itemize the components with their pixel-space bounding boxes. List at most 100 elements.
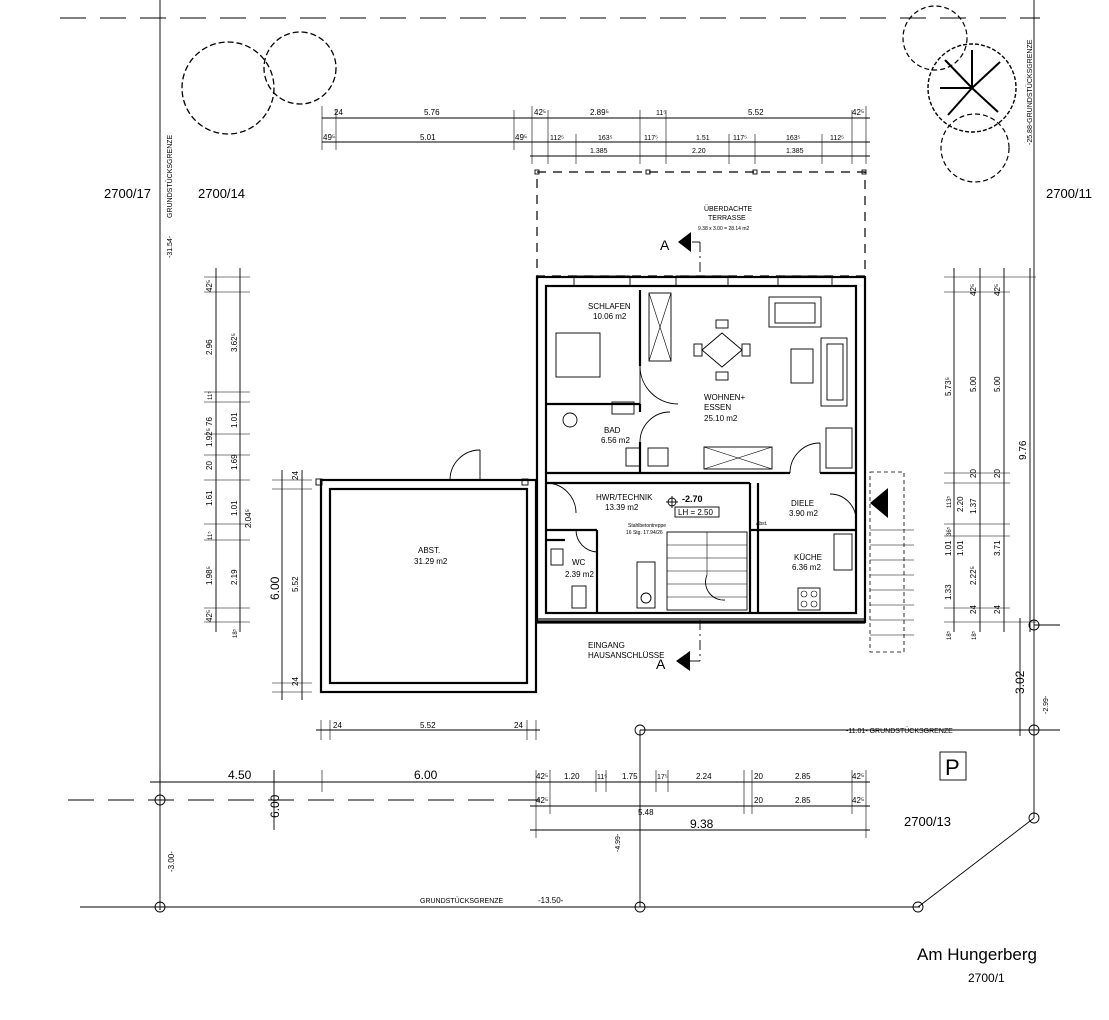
dim-text: 5.00 xyxy=(969,376,978,392)
room-name: BAD xyxy=(604,426,621,435)
dim-text: 2.19 xyxy=(230,569,239,585)
dim-text: 18⁵ xyxy=(232,628,239,638)
dim-text: 117⁵ xyxy=(733,135,747,142)
boiler-icon xyxy=(636,561,656,609)
dim-text: 2.96 xyxy=(205,339,214,355)
boundary-short-center: -4.99- xyxy=(615,833,622,852)
coffee-table-icon xyxy=(790,348,814,384)
dim-text: 112⁵ xyxy=(830,135,844,142)
dim-text: 5.48 xyxy=(638,808,654,817)
room-area: 2.39 m2 xyxy=(565,570,594,579)
dim-text: 9.38 xyxy=(690,817,714,831)
room-area: 31.29 m2 xyxy=(414,557,448,566)
room-area: 13.39 m2 xyxy=(605,503,639,512)
room-name: WOHNEN+ xyxy=(704,393,745,402)
garage xyxy=(315,449,538,694)
parking-icon: P xyxy=(945,755,960,780)
terrace-area: 9.38 x 3.00 = 28.14 m2 xyxy=(698,226,750,232)
boundary-short-right: -2.99- xyxy=(1043,695,1050,714)
dim-text: 163⁵ xyxy=(786,135,801,142)
parcel-label: 2700/11 xyxy=(1046,186,1092,201)
dim-text: 117⁵ xyxy=(644,135,658,142)
dim-text: 6.00 xyxy=(414,768,438,782)
wardrobe-icon xyxy=(648,292,672,362)
room-name: SCHLAFEN xyxy=(588,302,631,311)
room-name: KÜCHE xyxy=(794,553,822,562)
boundary-label-left: GRUNDSTÜCKSGRENZE xyxy=(166,134,174,218)
armchair-icon xyxy=(768,296,822,328)
dining-table-icon xyxy=(693,319,751,381)
dim-text: 9.76 xyxy=(1018,440,1029,460)
boundary-length-left: -31.54- xyxy=(167,235,174,258)
dim-text: 1.385 xyxy=(786,148,804,155)
wc-sink-icon xyxy=(550,548,564,566)
dim-text: 49⁵ xyxy=(515,133,527,142)
dimensions-top: 24 5.76 42⁵ 2.89⁵ 11⁵ 5.52 42⁵ 49⁵ 5.01 … xyxy=(321,106,870,164)
street-parcel: 2700/1 xyxy=(968,971,1005,985)
dim-text: 6.00 xyxy=(268,794,282,818)
tree-icon xyxy=(927,43,1017,133)
furniture xyxy=(550,292,853,611)
dim-text: 24 xyxy=(514,721,523,730)
house-walls xyxy=(535,275,867,624)
dim-text: 49⁵ xyxy=(323,133,335,142)
fridge-icon xyxy=(833,533,853,571)
entrance-label: HAUSANSCHLÜSSE xyxy=(588,651,664,660)
dim-text: 1.01 xyxy=(944,540,953,556)
dim-text: 5.76 xyxy=(424,108,440,117)
dim-text: 24 xyxy=(333,721,342,730)
dim-text: 42⁵ xyxy=(536,772,548,781)
dim-text: 42⁵ xyxy=(536,796,548,805)
covered-terrace: ÜBERDACHTE TERRASSE 9.38 x 3.00 = 28.14 … xyxy=(534,169,867,277)
abst-small-label: Abst. xyxy=(756,521,767,527)
dim-text: 2.20 xyxy=(692,148,706,155)
dim-text: 5.01 xyxy=(420,133,436,142)
room-area: 10.06 m2 xyxy=(593,312,627,321)
plant-shelf-icon xyxy=(825,427,853,469)
dim-text: 42⁵ xyxy=(205,610,214,622)
room-area: 6.56 m2 xyxy=(601,436,630,445)
toilet-icon xyxy=(562,412,578,428)
dim-text: 1.75 xyxy=(622,772,638,781)
dim-text: 24 xyxy=(291,677,300,686)
dimensions-right: 42⁵ 42⁵ 5.73⁵ 5.00 5.00 9.76 20 20 113⁵ … xyxy=(944,268,1036,640)
dim-text: 1.51 xyxy=(696,135,710,142)
parcel-label: 2700/13 xyxy=(904,814,951,829)
dim-text: 2.04⁵ xyxy=(244,509,253,528)
dim-text: 1.01 xyxy=(956,540,965,556)
tree-trunk-icon xyxy=(940,50,1001,116)
dim-text: 1.69 xyxy=(230,454,239,470)
boundary-label-right: -25.88-GRUNDSTÜCKSGRENZE xyxy=(1026,39,1034,145)
level-annotation: -2.70 LH = 2.50 Stahlbetontreppe 16 Stg.… xyxy=(626,494,720,536)
staircase-icon xyxy=(666,531,748,611)
parking-sign: P xyxy=(939,751,967,781)
dim-text: 2.20 xyxy=(956,496,965,512)
dim-text: 1.92⁵ xyxy=(205,428,214,447)
room-name: ABST. xyxy=(418,546,440,555)
entrance-label: EINGANG xyxy=(588,641,625,650)
dimensions-bottom: 24 5.52 24 4.50 6.00 42⁵ 1.20 11⁵ 1.75 1… xyxy=(150,618,1027,838)
dim-text: 1.01 xyxy=(230,500,239,516)
stairs-label: Stahlbetontreppe xyxy=(628,523,666,529)
dim-text: 11⁵ xyxy=(597,774,607,781)
dim-text: 1.01 xyxy=(230,412,239,428)
sink-icon xyxy=(611,401,635,415)
parcel-label: 2700/17 xyxy=(104,186,151,201)
tree-icon xyxy=(902,5,968,71)
wc-toilet-icon xyxy=(571,585,587,609)
washer-icon xyxy=(625,447,641,467)
dim-text: 2.89⁵ xyxy=(590,108,609,117)
section-letter: A xyxy=(656,656,666,672)
dim-text: 11⁵ xyxy=(207,391,214,400)
dim-text: 36⁵ xyxy=(946,526,953,536)
boundary-short-left: -3.00- xyxy=(167,851,176,872)
section-letter: A xyxy=(660,237,670,253)
dim-text: 42⁵ xyxy=(969,284,978,296)
dim-text: 1.33 xyxy=(944,584,953,600)
dim-text: 18⁵ xyxy=(971,630,978,640)
dim-text: 20 xyxy=(754,796,763,805)
stairs-detail: 16 Stg. 17.94/26 xyxy=(626,530,663,536)
room-name: WC xyxy=(572,558,586,567)
dim-text: 42⁵ xyxy=(534,108,546,117)
room-labels: SCHLAFEN 10.06 m2 WOHNEN+ ESSEN 25.10 m2… xyxy=(414,302,822,660)
